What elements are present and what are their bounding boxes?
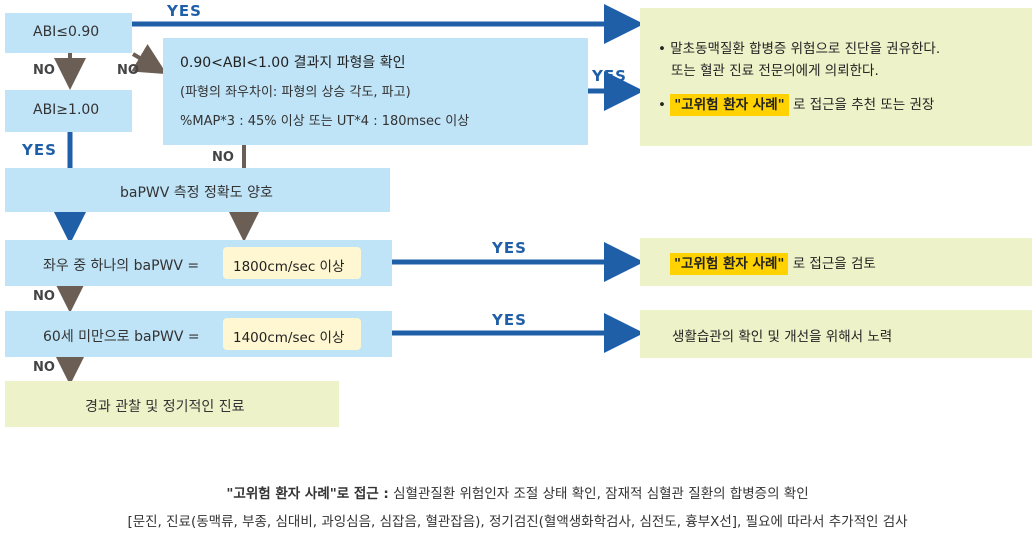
cond1-label: 좌우 중 하나의 baPWV = bbox=[43, 258, 200, 274]
result-top-bullet1-line1: • 말초동맥질환 합병증 위험으로 진단을 권유한다. bbox=[658, 41, 941, 57]
no-label-1: NO bbox=[33, 63, 55, 78]
accuracy-good-text: baPWV 측정 정확도 양호 bbox=[120, 185, 273, 201]
yes-label-cond1: YES bbox=[492, 239, 527, 257]
footnote-line2: [문진, 진료(동맥류, 부종, 심대비, 과잉심음, 심잡음, 혈관잡음), … bbox=[127, 514, 908, 530]
observe-text: 경과 관찰 및 정기적인 진료 bbox=[85, 399, 245, 415]
cond2-value: 1400cm/sec 이상 bbox=[233, 330, 345, 346]
yes-label-cond2: YES bbox=[492, 311, 527, 329]
arrow-no-diag bbox=[131, 44, 167, 75]
observe-box: 경과 관찰 및 정기적인 진료 bbox=[5, 381, 339, 427]
yes-label-mid-box: YES bbox=[592, 67, 627, 85]
abi-le-box: ABI≤0.90 bbox=[5, 13, 132, 53]
high-risk-highlight: "고위험 환자 사례" bbox=[670, 253, 789, 275]
cond1-value-box: 1800cm/sec 이상 bbox=[223, 247, 361, 279]
cond2-box: 60세 미만으로 baPWV = 1400cm/sec 이상 bbox=[5, 311, 392, 357]
result-bottom-text: 생활습관의 확인 및 개선을 위해서 노력 bbox=[672, 329, 893, 345]
abi-ge-text: ABI≥1.00 bbox=[33, 102, 100, 118]
cond1-box: 좌우 중 하나의 baPWV = 1800cm/sec 이상 bbox=[5, 240, 392, 286]
no-label-diag: NO bbox=[117, 63, 139, 78]
result-bottom-box: 생활습관의 확인 및 개선을 위해서 노력 bbox=[640, 310, 1032, 358]
accuracy-good-box: baPWV 측정 정확도 양호 bbox=[5, 168, 390, 212]
cond2-label: 60세 미만으로 baPWV = bbox=[43, 329, 200, 345]
yes-label-top: YES bbox=[167, 2, 202, 20]
yes-label-abi-ge: YES bbox=[22, 141, 57, 159]
high-risk-highlight: "고위험 환자 사례" bbox=[670, 94, 789, 116]
abi-le-text: ABI≤0.90 bbox=[33, 24, 100, 40]
abi-mid-line2: (파형의 좌우차이: 파형의 상승 각도, 파고) bbox=[180, 85, 411, 100]
no-label-cond2: NO bbox=[33, 360, 55, 375]
abi-mid-box: 0.90<ABI<1.00 결과지 파형을 확인 (파형의 좌우차이: 파형의 … bbox=[163, 38, 588, 145]
result-mid-box: "고위험 환자 사례" 로 접근을 검토 bbox=[640, 238, 1032, 286]
no-label-cond1: NO bbox=[33, 289, 55, 304]
abi-ge-box: ABI≥1.00 bbox=[5, 90, 132, 132]
abi-mid-line1: 0.90<ABI<1.00 결과지 파형을 확인 bbox=[180, 55, 406, 71]
abi-mid-line3: %MAP*3 : 45% 이상 또는 UT*4 : 180msec 이상 bbox=[180, 114, 470, 129]
result-mid-text: "고위험 환자 사례" 로 접근을 검토 bbox=[670, 252, 876, 275]
footnote-line1: "고위험 환자 사례"로 접근 : 심혈관질환 위험인자 조절 상태 확인, 잠… bbox=[226, 486, 809, 502]
result-top-bullet2: • "고위험 환자 사례" 로 접근을 추천 또는 권장 bbox=[658, 93, 934, 116]
no-label-mid: NO bbox=[212, 150, 234, 165]
cond1-value: 1800cm/sec 이상 bbox=[233, 259, 345, 275]
result-top-bullet1-line2: 또는 혈관 진료 전문의에게 의뢰한다. bbox=[671, 63, 879, 79]
cond2-value-box: 1400cm/sec 이상 bbox=[223, 318, 361, 350]
result-top-box: • 말초동맥질환 합병증 위험으로 진단을 권유한다. 또는 혈관 진료 전문의… bbox=[640, 8, 1032, 146]
